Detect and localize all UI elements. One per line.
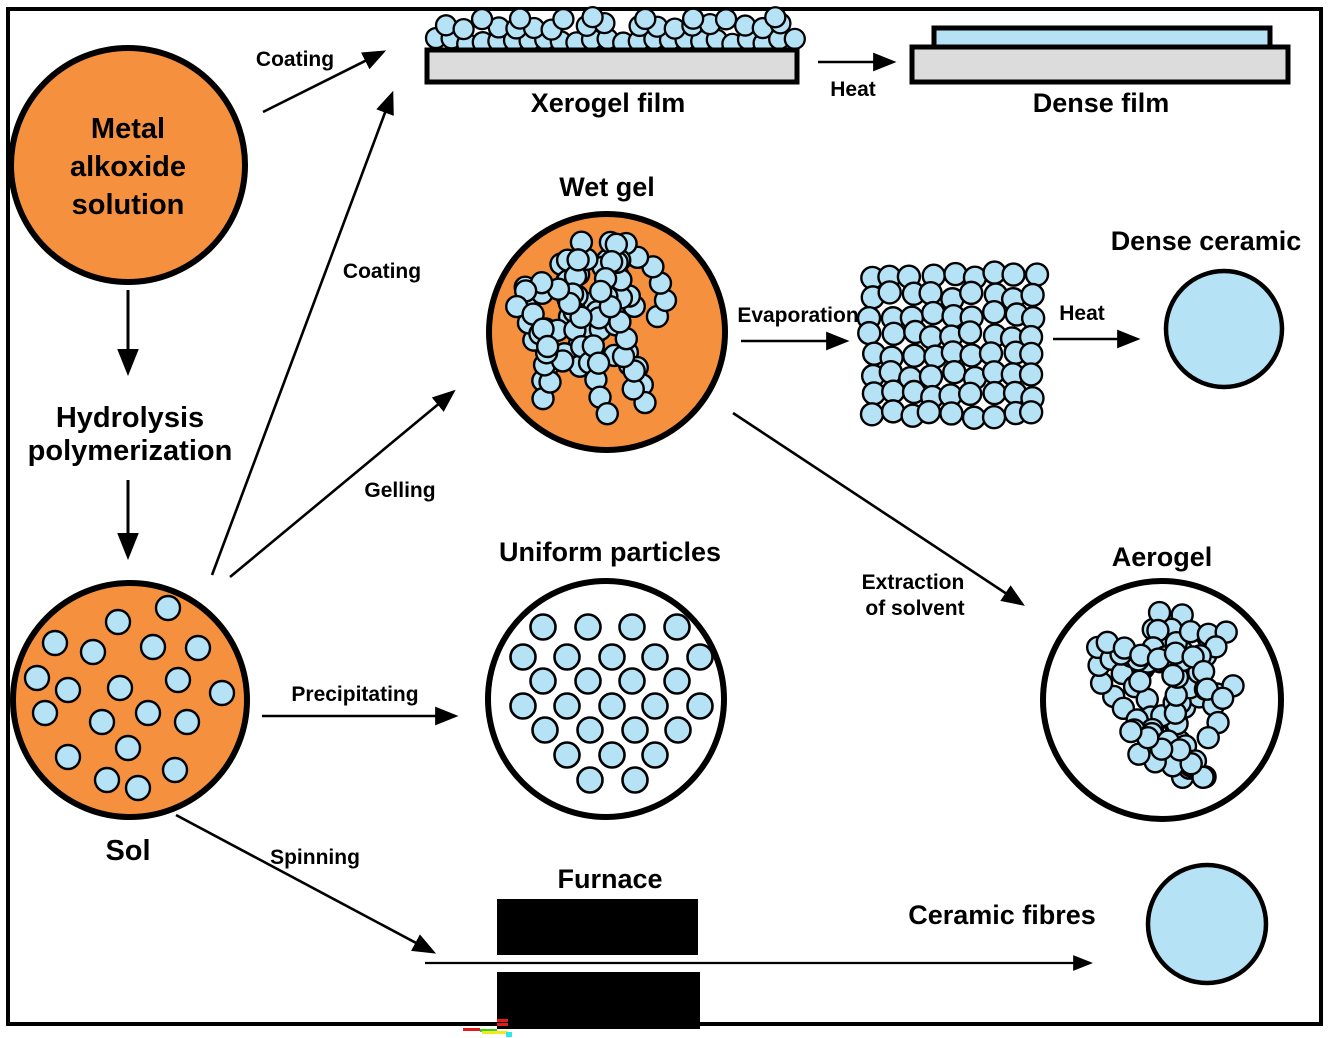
gelling-arrow	[229, 389, 456, 579]
dense-film-layer	[931, 25, 1273, 50]
coating-label-mid: Coating	[343, 260, 421, 283]
coating-label-top: Coating	[256, 48, 334, 71]
extraction-label: Extraction of solvent	[862, 571, 965, 620]
svg-text:Metal: Metal	[91, 113, 165, 145]
uniform-particles-dots	[509, 613, 714, 794]
metal-alkoxide-node	[8, 45, 248, 285]
uniform-particles-label: Uniform particles	[499, 537, 721, 567]
wet-gel-particles	[505, 230, 678, 426]
metal-alkoxide-label: Metal alkoxide solution	[70, 113, 186, 221]
spinning-label: Spinning	[270, 846, 360, 869]
furnace-lower-block	[497, 972, 700, 1029]
svg-text:of solvent: of solvent	[865, 597, 964, 620]
wet-gel-label: Wet gel	[559, 172, 655, 202]
sol-particles	[23, 594, 236, 802]
gelling-label: Gelling	[364, 479, 435, 502]
xerogel-particles	[424, 5, 806, 56]
aerogel-label: Aerogel	[1112, 542, 1213, 572]
coating-arrow-from-solution	[262, 50, 387, 114]
svg-text:solution: solution	[72, 189, 185, 221]
dense-ceramic-label: Dense ceramic	[1111, 226, 1302, 256]
xerogel-film-label: Xerogel film	[531, 88, 686, 118]
extraction-arrow	[732, 411, 1025, 606]
heat-label-film: Heat	[830, 78, 876, 101]
dried-gel-particles	[856, 260, 1050, 430]
evaporation-label: Evaporation	[737, 304, 858, 327]
svg-text:polymerization: polymerization	[28, 435, 233, 467]
heat-label-ceramic: Heat	[1059, 302, 1105, 325]
compression-artifact	[463, 1019, 512, 1037]
xerogel-substrate	[424, 47, 800, 85]
svg-text:Extraction: Extraction	[862, 571, 965, 594]
precipitating-label: Precipitating	[291, 683, 418, 706]
furnace-label: Furnace	[557, 864, 662, 894]
coating-arrow-from-sol	[210, 90, 394, 576]
svg-text:alkoxide: alkoxide	[70, 151, 186, 183]
dense-film-label: Dense film	[1033, 88, 1170, 118]
dense-film-substrate	[909, 44, 1291, 85]
ceramic-fibres-label: Ceramic fibres	[908, 900, 1096, 930]
spinning-arrow	[175, 813, 437, 954]
sol-label: Sol	[105, 835, 150, 867]
ceramic-fibres-node	[1145, 862, 1269, 986]
dense-ceramic-node	[1163, 268, 1285, 390]
furnace-upper-block	[497, 899, 698, 955]
aerogel-particles	[1085, 600, 1245, 789]
hydrolysis-step-label: Hydrolysis polymerization	[28, 402, 233, 467]
svg-text:Hydrolysis: Hydrolysis	[56, 402, 204, 434]
